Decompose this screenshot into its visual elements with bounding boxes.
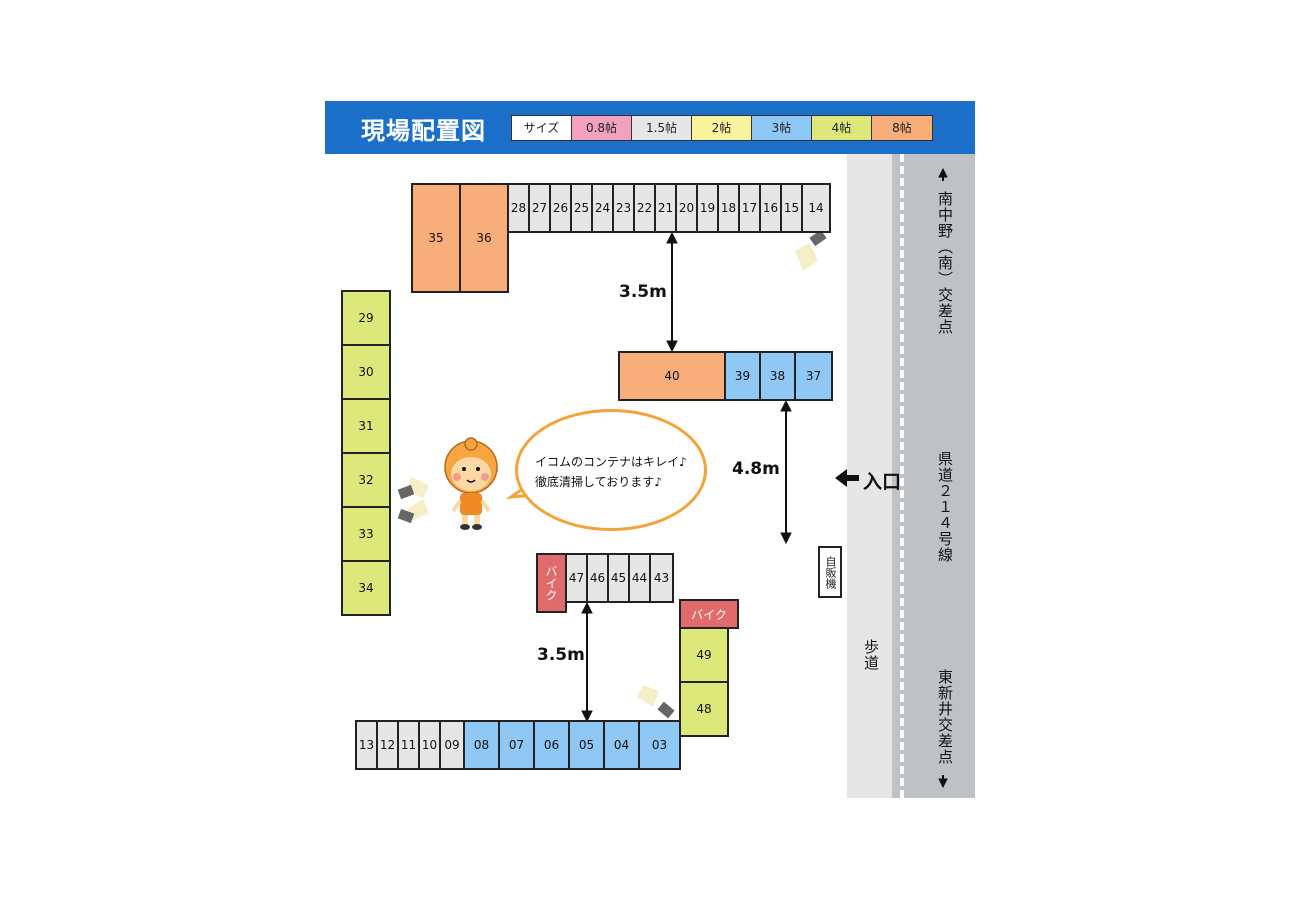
dim-middle-arrow-icon	[780, 399, 792, 412]
unit-36[interactable]: 36	[459, 183, 509, 293]
unit-33[interactable]: 33	[341, 506, 391, 562]
unit-10[interactable]: 10	[418, 720, 441, 770]
unit-45[interactable]: 45	[607, 553, 630, 603]
unit-38[interactable]: 38	[759, 351, 796, 401]
map-header: 現場配置図 サイズ 0.8帖 1.5帖 2帖 3帖 4帖 8帖	[325, 101, 975, 154]
unit-48[interactable]: 48	[679, 681, 729, 737]
floodlight-icon	[397, 477, 429, 500]
unit-27[interactable]: 27	[528, 183, 551, 233]
unit-49[interactable]: 49	[679, 627, 729, 683]
unit-46[interactable]: 46	[586, 553, 609, 603]
floodlight-icon	[397, 499, 429, 524]
vending-machine: 自販機	[818, 546, 842, 598]
bubble-line-1: イコムのコンテナはキレイ♪	[535, 455, 687, 469]
speech-bubble-text: イコムのコンテナはキレイ♪ 徹底清掃しております♪	[535, 452, 687, 492]
unit-15[interactable]: 15	[780, 183, 803, 233]
unit-39[interactable]: 39	[724, 351, 761, 401]
legend-2: 2帖	[692, 116, 752, 140]
unit-16[interactable]: 16	[759, 183, 782, 233]
unit-21[interactable]: 21	[654, 183, 677, 233]
dim-bottom-arrow-icon-2	[581, 710, 593, 723]
entrance-arrow-icon	[835, 469, 859, 487]
dim-top-arrow-icon	[666, 231, 678, 244]
unit-31[interactable]: 31	[341, 398, 391, 454]
sidewalk-label: 歩道	[862, 639, 880, 671]
unit-22[interactable]: 22	[633, 183, 656, 233]
road	[892, 154, 975, 798]
site-layout-map: 現場配置図 サイズ 0.8帖 1.5帖 2帖 3帖 4帖 8帖 歩道	[325, 101, 975, 798]
legend-15: 1.5帖	[632, 116, 692, 140]
legend-size-heading: サイズ	[512, 116, 572, 140]
road-south-label: 東新井交差点	[936, 669, 954, 765]
unit-37[interactable]: 37	[794, 351, 833, 401]
unit-11[interactable]: 11	[397, 720, 420, 770]
lane-marking	[900, 154, 904, 798]
unit-25[interactable]: 25	[570, 183, 593, 233]
dim-middle-label: 4.8m	[732, 459, 780, 479]
unit-30[interactable]: 30	[341, 344, 391, 400]
unit-20[interactable]: 20	[675, 183, 698, 233]
unit-28[interactable]: 28	[507, 183, 530, 233]
dim-top-label: 3.5m	[619, 282, 667, 302]
dim-middle-arrow-icon-2	[780, 532, 792, 545]
unit-04[interactable]: 04	[603, 720, 640, 770]
unit-07[interactable]: 07	[498, 720, 535, 770]
dim-top-arrow-icon-2	[666, 340, 678, 353]
unit-24[interactable]: 24	[591, 183, 614, 233]
unit-06[interactable]: 06	[533, 720, 570, 770]
dim-bottom-arrow-icon	[581, 601, 593, 614]
mascot-character-icon	[443, 437, 499, 530]
unit-13[interactable]: 13	[355, 720, 378, 770]
unit-03[interactable]: 03	[638, 720, 681, 770]
size-legend: サイズ 0.8帖 1.5帖 2帖 3帖 4帖 8帖	[511, 115, 933, 141]
unit-44[interactable]: 44	[628, 553, 651, 603]
unit-09[interactable]: 09	[439, 720, 465, 770]
unit-bike-2[interactable]: バイク	[679, 599, 739, 629]
entrance-text: 入口	[863, 471, 902, 493]
legend-3: 3帖	[752, 116, 812, 140]
unit-26[interactable]: 26	[549, 183, 572, 233]
unit-47[interactable]: 47	[565, 553, 588, 603]
entrance-label: 入口	[863, 467, 901, 494]
legend-4: 4帖	[812, 116, 872, 140]
unit-35[interactable]: 35	[411, 183, 461, 293]
floodlight-icon	[637, 685, 675, 719]
unit-19[interactable]: 19	[696, 183, 719, 233]
unit-bike-1[interactable]: バイク	[536, 553, 567, 613]
legend-08: 0.8帖	[572, 116, 632, 140]
speech-bubble	[515, 409, 707, 531]
legend-8: 8帖	[872, 116, 932, 140]
unit-29[interactable]: 29	[341, 290, 391, 346]
unit-14[interactable]: 14	[801, 183, 831, 233]
arrows-layer	[397, 167, 948, 789]
bubble-line-2: 徹底清掃しております♪	[535, 475, 662, 489]
unit-40[interactable]: 40	[618, 351, 726, 401]
map-title: 現場配置図	[361, 117, 486, 145]
road-name-label: 県道２１４号線	[936, 451, 954, 563]
unit-05[interactable]: 05	[568, 720, 605, 770]
dim-bottom-label: 3.5m	[537, 645, 585, 665]
floodlight-icon	[795, 229, 827, 271]
unit-08[interactable]: 08	[463, 720, 500, 770]
road-north-label: 南中野（南）交差点	[936, 191, 954, 335]
unit-34[interactable]: 34	[341, 560, 391, 616]
unit-18[interactable]: 18	[717, 183, 740, 233]
unit-43[interactable]: 43	[649, 553, 674, 603]
unit-23[interactable]: 23	[612, 183, 635, 233]
unit-12[interactable]: 12	[376, 720, 399, 770]
unit-32[interactable]: 32	[341, 452, 391, 508]
unit-17[interactable]: 17	[738, 183, 761, 233]
